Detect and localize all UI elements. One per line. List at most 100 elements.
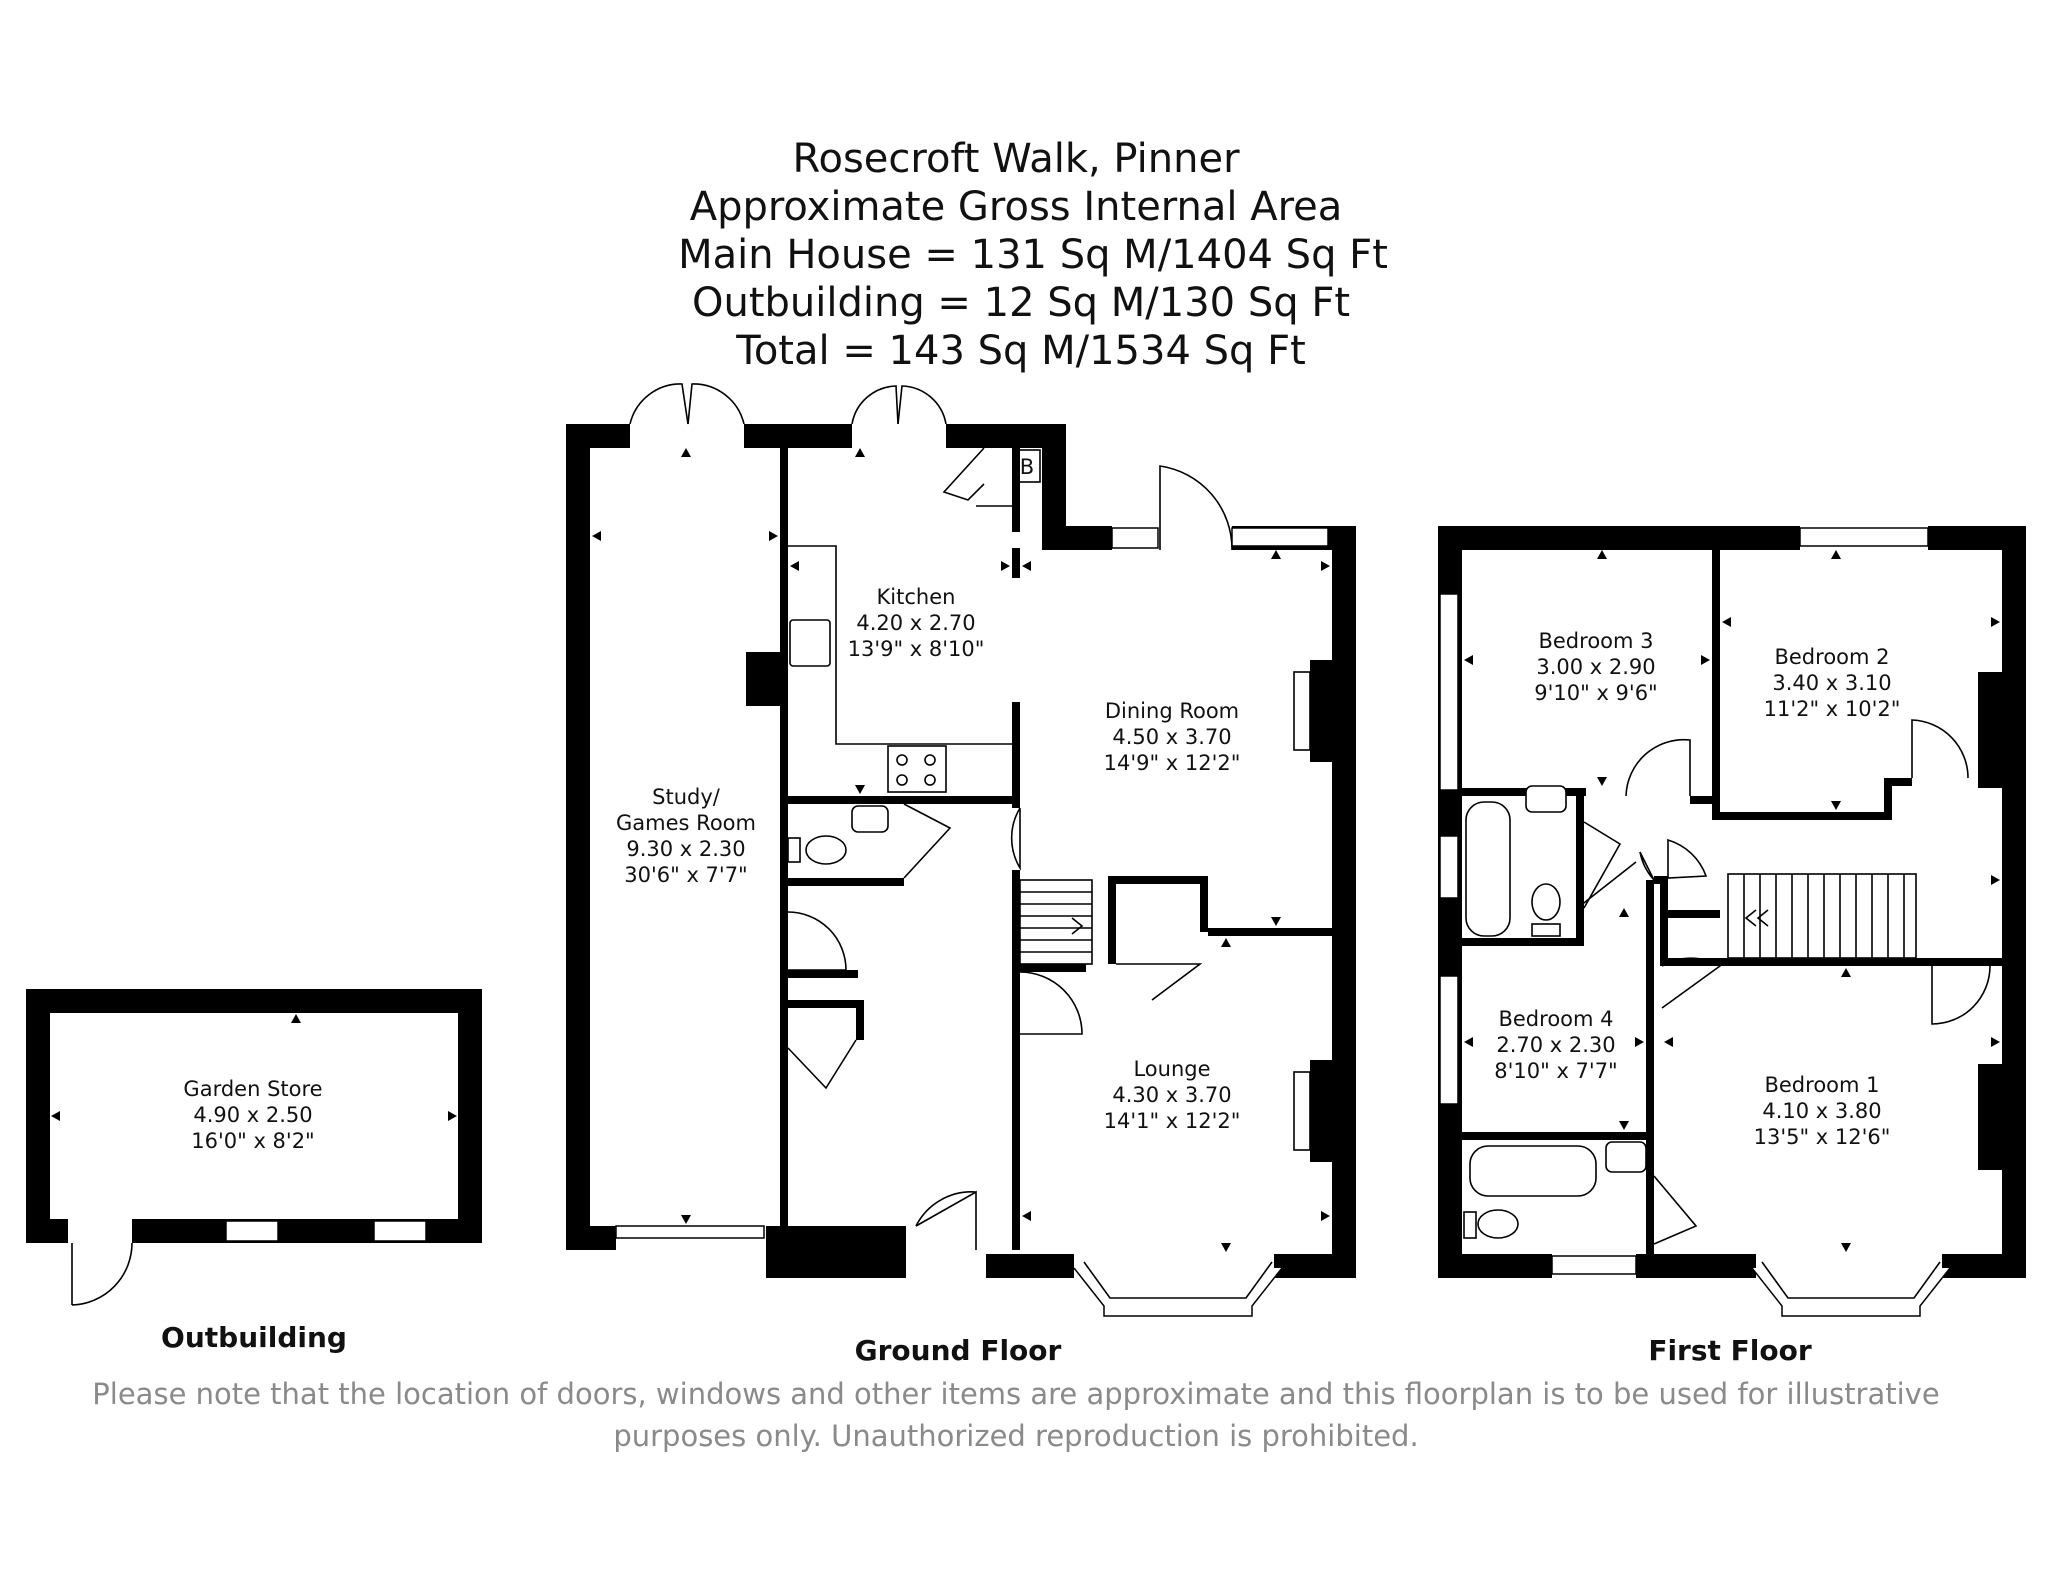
dimension-arrow [1597,777,1607,786]
bedroom2-imperial: 11'2" x 10'2" [1764,697,1901,721]
stair-treads [1743,874,1905,958]
partition [1690,796,1720,804]
total-area: Total = 143 Sq M/1534 Sq Ft [735,328,1306,374]
dimension-arrow [1271,917,1281,926]
study-label-2: Games Room [616,811,756,835]
kitchen-label: Kitchen [877,585,956,609]
bedroom2-label: Bedroom 2 [1774,645,1889,669]
bedroom3-label: Bedroom 3 [1538,629,1653,653]
partition [856,1000,864,1040]
dimension-arrow [855,785,865,794]
window [1439,975,1459,1105]
property-address: Rosecroft Walk, Pinner [792,136,1240,182]
dining-imperial: 14'9" x 12'2" [1104,751,1241,775]
bedroom3-metric: 3.00 x 2.90 [1536,655,1655,679]
window [1111,527,1159,549]
wall [1332,526,1356,1278]
header-block: Rosecroft Walk, Pinner Approximate Gross… [678,136,1388,374]
bathroom-door [1583,821,1622,909]
toilet-cistern [1463,1211,1477,1239]
door-swing [1159,465,1233,551]
bath [1469,1145,1597,1197]
partition [1576,796,1584,946]
partition [1646,880,1654,1134]
window [1799,527,1929,547]
partition [1012,870,1020,1036]
disclaimer-line-1: Please note that the location of doors, … [92,1377,1939,1411]
bay-window [1083,1261,1273,1299]
chimney-breast [746,652,780,706]
dimension-arrow [1619,1121,1629,1130]
hob-ring [896,774,908,786]
partition [1462,1132,1654,1140]
toilet-cistern [1531,923,1561,937]
door-swing [1010,807,1021,871]
boiler-label: B [1020,455,1034,479]
hob-ring [924,774,936,786]
window [615,1225,765,1239]
dimension-arrow [1464,1037,1473,1047]
wall [986,1254,1074,1278]
worktop [788,545,1012,745]
bath [1465,801,1511,937]
partition [1712,796,1720,820]
dimension-arrow [1221,938,1231,947]
toilet-cistern [787,837,801,863]
study-metric: 9.30 x 2.30 [626,837,745,861]
partition [1012,548,1020,578]
partition [1660,876,1668,964]
stair-arrow [1744,909,1769,927]
dimension-arrow [681,448,691,457]
door-swing [1019,971,1083,1035]
door-leaf [1579,861,1637,907]
dimension-arrow [1271,550,1281,559]
outbuilding-area: Outbuilding = 12 Sq M/130 Sq Ft [692,280,1350,326]
dimension-arrow [681,1215,691,1224]
bedroom3-imperial: 9'10" x 9'6" [1534,681,1657,705]
partition [1108,876,1116,964]
dimension-arrow [1321,1211,1330,1221]
partition [1012,964,1020,972]
bedroom1-metric: 4.10 x 3.80 [1762,1099,1881,1123]
window [225,1220,279,1242]
study-imperial: 30'6" x 7'7" [624,863,747,887]
dining-metric: 4.50 x 3.70 [1112,725,1231,749]
bedroom1-label: Bedroom 1 [1764,1073,1879,1097]
bedroom4-metric: 2.70 x 2.30 [1496,1033,1615,1057]
wall [566,1226,616,1250]
bedroom1-imperial: 13'5" x 12'6" [1754,1125,1891,1149]
lounge-label: Lounge [1133,1057,1210,1081]
wall [1042,526,1112,550]
dimension-arrow [769,531,778,541]
partition [1884,778,1912,786]
dimension-arrow [291,1014,301,1023]
study-label-1: Study/ [652,785,721,809]
dimension-arrow [1991,1037,2000,1047]
door-swing [1661,957,1722,1009]
kitchen-sink [789,619,831,667]
ground-floor-caption: Ground Floor [855,1334,1062,1367]
partition [1020,964,1086,972]
ensuite-door [1653,1175,1698,1245]
dimension-arrow [1221,1243,1231,1252]
window [1231,527,1329,547]
partition [1108,876,1208,884]
dimension-arrow [1991,875,2000,885]
wall [132,1219,482,1243]
outbuilding-caption: Outbuilding [161,1321,347,1354]
wall [1636,1254,1756,1278]
bay-window [1073,1267,1283,1317]
garden-store-metric: 4.90 x 2.50 [193,1103,312,1127]
bedroom4-label: Bedroom 4 [1498,1007,1613,1031]
first-floor-plan: Bedroom 3 3.00 x 2.90 9'10" x 9'6" Bedro… [1438,526,2026,1317]
bay-window [1751,1267,1951,1317]
partition [1012,702,1020,808]
front-door [915,1190,977,1250]
partition [780,878,904,886]
dimension-arrow [855,448,865,457]
french-door [851,385,899,425]
hob [887,745,947,793]
dimension-arrow [1597,550,1607,559]
wall [1942,1254,2026,1278]
